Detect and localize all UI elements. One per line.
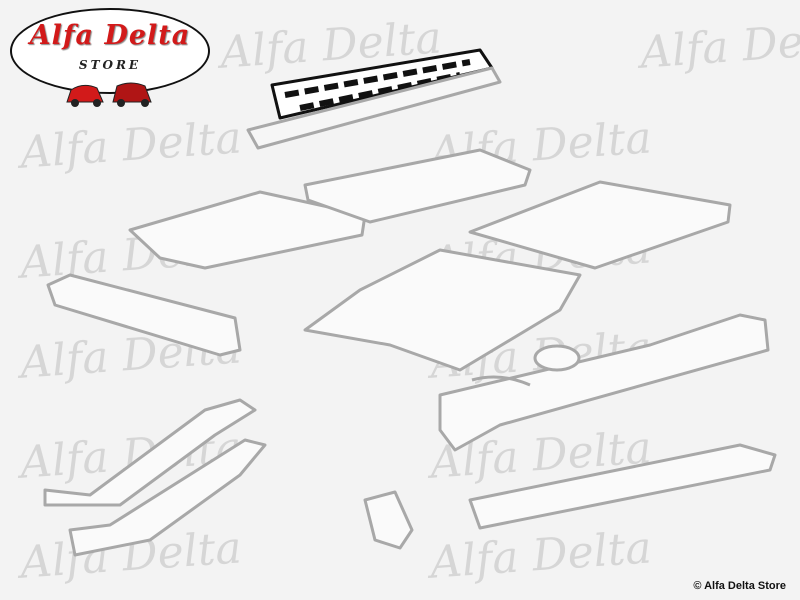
highlighted-part-front-crossmember[interactable] xyxy=(246,48,502,150)
logo-subtitle: STORE xyxy=(78,58,142,72)
part-floor-pan-front-left[interactable] xyxy=(128,190,367,270)
store-logo[interactable]: Alfa Delta STORE xyxy=(10,8,210,107)
part-floor-pan-front-center[interactable] xyxy=(303,148,532,224)
logo-title: Alfa Delta xyxy=(29,20,191,51)
part-strip[interactable] xyxy=(471,375,531,387)
part-floor-pan-center[interactable] xyxy=(303,248,582,372)
logo-oval xyxy=(10,8,210,94)
part-bracket[interactable] xyxy=(363,490,414,550)
part-chassis-leg-2[interactable] xyxy=(68,438,267,557)
part-rear-crossmember[interactable] xyxy=(46,273,242,357)
part-floor-pan-front-right[interactable] xyxy=(468,180,732,270)
part-outer-sill[interactable] xyxy=(468,443,777,530)
part-cover-plate[interactable] xyxy=(533,344,581,372)
copyright-text: © Alfa Delta Store xyxy=(693,580,786,592)
part-sill-right[interactable] xyxy=(438,313,770,452)
logo-cars-icon xyxy=(66,82,152,107)
part-chassis-leg-1[interactable] xyxy=(43,398,257,507)
